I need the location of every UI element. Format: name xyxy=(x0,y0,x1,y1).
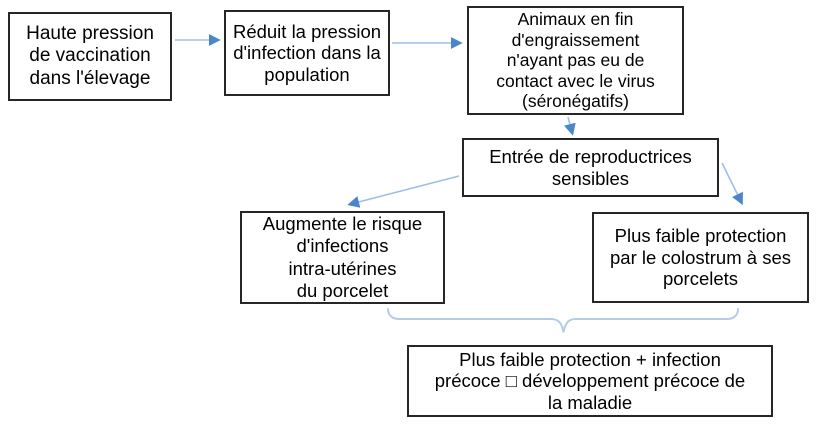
box-text-line: porcelets xyxy=(662,268,739,290)
box-text-line: d'infection dans la xyxy=(233,42,381,64)
box-animaux-fin-engraissement: Animaux en fin d'engraissement n'ayant p… xyxy=(467,6,684,115)
box-text-line: contact avec le virus xyxy=(496,70,655,91)
box-text-line: population xyxy=(264,63,350,85)
box-text-line: d'engraissement xyxy=(511,29,640,50)
arrow-entree-to-colostrum xyxy=(721,162,743,206)
box-text-line: du porcelet xyxy=(296,279,389,301)
box-text-line: la maladie xyxy=(547,391,633,413)
box-text-line: intra-utérines xyxy=(288,257,397,279)
box-text-line: (séronégatifs) xyxy=(522,91,629,112)
box-text-line: d'infections xyxy=(296,235,389,257)
box-text-line: Réduit la pression xyxy=(232,20,382,42)
box-conclusion-maladie: Plus faible protection + infection préco… xyxy=(407,345,773,417)
box-faible-protection-colostrum: Plus faible protection par le colostrum … xyxy=(592,212,809,303)
box-text-line: n'ayant pas eu de xyxy=(506,50,645,71)
box-reduit-pression-infection: Réduit la pression d'infection dans la p… xyxy=(224,10,390,96)
arrow-animaux-to-entree xyxy=(564,116,576,136)
box-text-line: Plus faible protection + infection xyxy=(459,348,721,370)
box-text-line: de vaccination xyxy=(29,45,151,67)
box-text-line: précoce □ développement précoce de xyxy=(434,370,746,392)
box-text-line: sensibles xyxy=(551,167,630,189)
box-text-line: Entrée de reproductrices xyxy=(489,146,692,168)
box-text-line: Augmente le risque xyxy=(262,213,423,235)
merge-brace xyxy=(387,308,739,333)
box-entree-reproductrices: Entrée de reproductrices sensibles xyxy=(462,138,719,197)
box-text-line: Plus faible protection xyxy=(614,225,787,247)
box-text-line: par le colostrum à ses xyxy=(610,246,791,268)
box-text-line: dans l'élevage xyxy=(29,67,151,89)
box-text-line: Haute pression xyxy=(26,23,154,45)
arrow-entree-to-augmente-risque xyxy=(347,175,460,208)
box-text-line: Animaux en fin xyxy=(517,8,634,29)
box-augmente-risque-infections: Augmente le risque d'infections intra-ut… xyxy=(240,211,445,304)
box-haute-pression-vaccination: Haute pression de vaccination dans l'éle… xyxy=(8,12,172,101)
